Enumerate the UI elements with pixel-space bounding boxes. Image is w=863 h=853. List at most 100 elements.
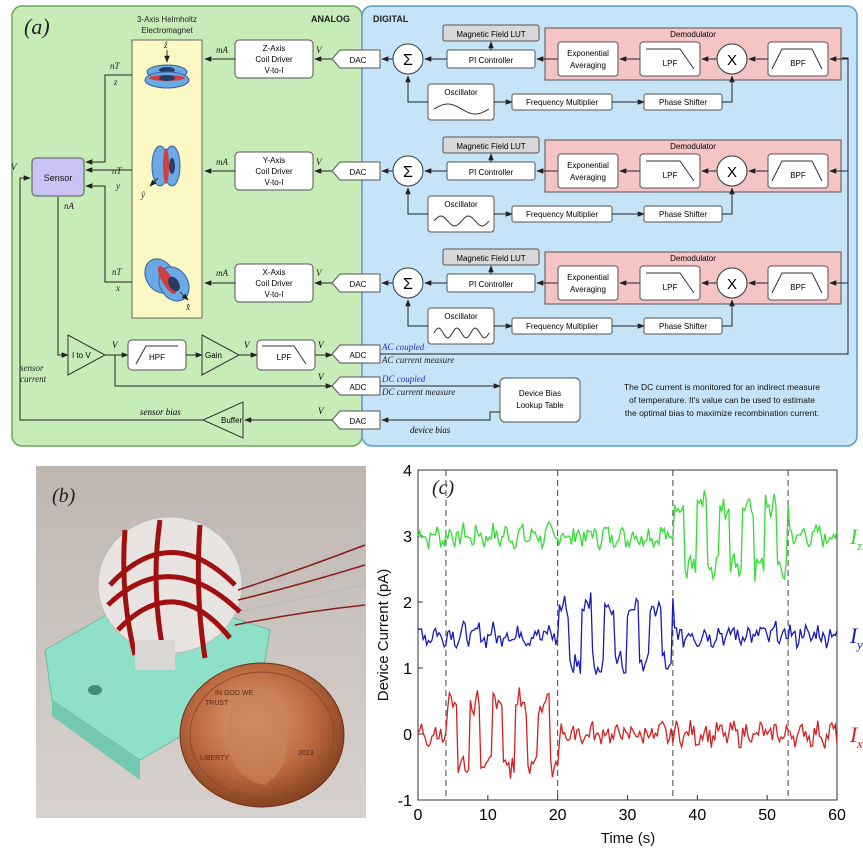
coin-text-year: 2013 — [298, 750, 314, 757]
x-tick-label: 30 — [619, 807, 637, 824]
analog-title: ANALOG — [311, 14, 350, 24]
svg-text:X-Axis: X-Axis — [262, 268, 285, 277]
lead-wires — [234, 544, 366, 626]
svg-text:Oscillator: Oscillator — [444, 200, 478, 209]
dc-path-line — [114, 355, 333, 389]
i-to-v-label: I to V — [72, 351, 91, 360]
svg-text:BPF: BPF — [790, 59, 806, 68]
sensor-current-line1: sensor — [20, 363, 44, 373]
sum-symbol: Σ — [403, 276, 413, 293]
magnetic-field-lut — [442, 24, 540, 42]
x-axis-title: Time (s) — [601, 830, 655, 847]
gain-amp — [201, 334, 241, 376]
chart-series — [417, 489, 838, 779]
svg-text:DAC: DAC — [350, 168, 367, 177]
svg-text:Exponential: Exponential — [567, 49, 609, 58]
x-coil-driver: X-Axis Coil Driver V-to-I — [234, 263, 314, 303]
demodulator-label: Demodulator — [670, 254, 716, 263]
series-legend-sub-Iz: z — [856, 538, 862, 553]
svg-text:Coil Driver: Coil Driver — [255, 279, 293, 288]
note-line1: The DC current is monitored for an indir… — [624, 382, 820, 392]
svg-text:Exponential: Exponential — [567, 161, 609, 170]
x-axis-text: x — [115, 283, 120, 293]
y-tick-label: 2 — [403, 595, 412, 612]
sensor-block — [31, 157, 85, 197]
x-field-line — [85, 183, 132, 283]
svg-text:Frequency Multiplier: Frequency Multiplier — [526, 210, 598, 219]
multiplier-node — [716, 155, 748, 187]
x-coil-icon — [144, 258, 190, 302]
helmholtz-title-line1: 3-Axis Helmholtz — [137, 15, 197, 24]
svg-text:X: X — [727, 276, 737, 293]
bias-dac: DAC — [331, 410, 381, 430]
x-dac: DAC — [331, 273, 381, 293]
sensor-na-label: nA — [64, 201, 75, 211]
svg-text:Z-Axis: Z-Axis — [263, 44, 286, 53]
z-axis-text: z — [113, 77, 118, 87]
sensor-bias-line — [19, 175, 203, 421]
multiplier-node — [716, 43, 748, 75]
digital-channels: Σ Magnetic Field LUT PI Controller Demodula… — [381, 24, 849, 354]
gain-out-v: V — [244, 340, 251, 350]
z-ma-label: mA — [216, 45, 228, 55]
sensor-current-line2: current — [20, 374, 47, 384]
series-line-Iy — [418, 592, 838, 675]
svg-text:Averaging: Averaging — [570, 173, 606, 182]
svg-text:Averaging: Averaging — [570, 285, 606, 294]
svg-text:DAC: DAC — [350, 56, 367, 65]
y-coil-driver: Y-Axis Coil Driver V-to-I — [234, 151, 314, 191]
dc-measure-label: DC current measure — [381, 387, 455, 397]
svg-text:V-to-I: V-to-I — [264, 178, 283, 187]
gain-label: Gain — [205, 351, 222, 360]
z-coil-driver: Z-Axis Coil Driver V-to-I — [234, 39, 314, 79]
svg-text:Lookup Table: Lookup Table — [516, 401, 564, 410]
dc-path-v: V — [318, 372, 325, 382]
coil-cube-icon — [97, 516, 243, 670]
svg-text:X: X — [727, 52, 737, 69]
svg-text:Oscillator: Oscillator — [444, 312, 478, 321]
svg-text:Phase Shifter: Phase Shifter — [659, 210, 707, 219]
magnetic-field-lut — [442, 248, 540, 266]
demodulator-label: Demodulator — [670, 142, 716, 151]
svg-text:LPF: LPF — [663, 171, 678, 180]
sine-wave-icon — [433, 215, 490, 227]
x-v-label: V — [316, 268, 323, 278]
sensor-out-line — [57, 197, 69, 358]
pi-label: PI Controller — [469, 280, 514, 289]
hpf-block: HPF — [127, 339, 187, 371]
lpf-out-v: V — [318, 340, 325, 350]
series-legend-sub-Iy: y — [855, 637, 863, 652]
exp-averaging-block — [557, 265, 619, 301]
channel-y-labels: nT y mA V — [112, 157, 323, 191]
svg-text:Coil Driver: Coil Driver — [255, 55, 293, 64]
lut-to-dac-line — [381, 411, 500, 423]
x-tick-label: 60 — [828, 807, 846, 824]
y-tick-label: 1 — [403, 661, 412, 678]
svg-text:Averaging: Averaging — [570, 61, 606, 70]
svg-text:Oscillator: Oscillator — [444, 88, 478, 97]
y-tick-label: 0 — [403, 727, 412, 744]
multiplier-node — [716, 267, 748, 299]
dc-adc: ADC — [331, 376, 381, 396]
svg-text:Frequency Multiplier: Frequency Multiplier — [526, 98, 598, 107]
coin-text-motto: IN GOD WE — [215, 690, 253, 697]
y-nt-label: nT — [112, 166, 123, 176]
svg-text:Phase Shifter: Phase Shifter — [659, 98, 707, 107]
x-axis-label: x̂ — [185, 302, 190, 312]
sum-symbol: Σ — [403, 164, 413, 181]
panel-c-label: (c) — [432, 477, 455, 499]
digital-lpf-block — [639, 265, 701, 301]
y-ma-label: mA — [216, 157, 228, 167]
note-line3: the optimal bias to maximize recombinati… — [625, 408, 819, 418]
coin-text-trust: TRUST — [205, 700, 229, 707]
channel-z-labels: nT z mA V — [110, 45, 323, 87]
penny-icon: IN GOD WE TRUST LIBERTY 2013 — [179, 662, 345, 808]
y-tick-label: -1 — [398, 793, 412, 810]
note-line2: of temperature. It's value can be used t… — [629, 395, 815, 405]
lut-label: Magnetic Field LUT — [456, 30, 525, 39]
svg-text:ADC: ADC — [350, 383, 367, 392]
